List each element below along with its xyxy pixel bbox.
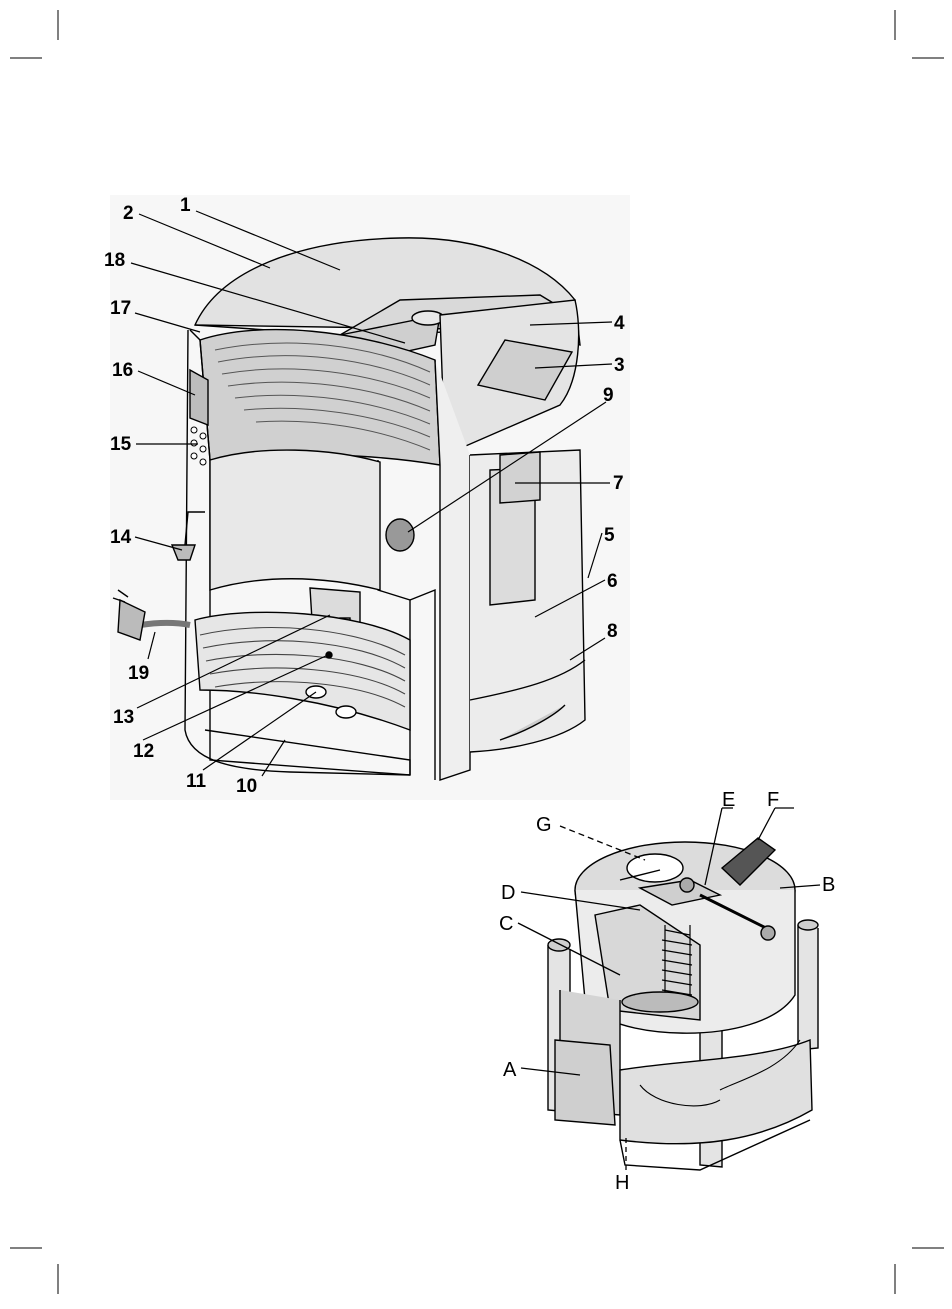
callout-13: 13	[113, 707, 134, 728]
callout-11: 11	[186, 771, 207, 792]
callout-8: 8	[607, 621, 618, 642]
callout-10: 10	[236, 776, 257, 797]
callout-4: 4	[614, 313, 625, 334]
callout-G: G	[536, 814, 552, 836]
callout-D: D	[501, 882, 515, 904]
callout-18: 18	[104, 250, 125, 271]
brew-unit-drawing	[548, 838, 818, 1170]
callout-5: 5	[604, 525, 615, 546]
callout-A: A	[503, 1059, 517, 1081]
callout-H: H	[615, 1172, 629, 1194]
callout-14: 14	[110, 527, 132, 548]
callout-9: 9	[603, 385, 614, 406]
callout-B: B	[822, 874, 835, 896]
callout-3: 3	[614, 355, 625, 376]
callout-12: 12	[133, 741, 154, 762]
callout-16: 16	[112, 360, 133, 381]
coffee-machine-drawing	[110, 195, 630, 800]
callout-19: 19	[128, 663, 149, 684]
callout-15: 15	[110, 434, 132, 455]
callout-F: F	[767, 789, 779, 811]
callout-C: C	[499, 913, 513, 935]
callout-17: 17	[110, 298, 131, 319]
callout-1: 1	[180, 195, 191, 216]
callout-E: E	[722, 789, 735, 811]
callout-2: 2	[123, 203, 134, 224]
callout-7: 7	[613, 473, 624, 494]
callout-6: 6	[607, 571, 618, 592]
